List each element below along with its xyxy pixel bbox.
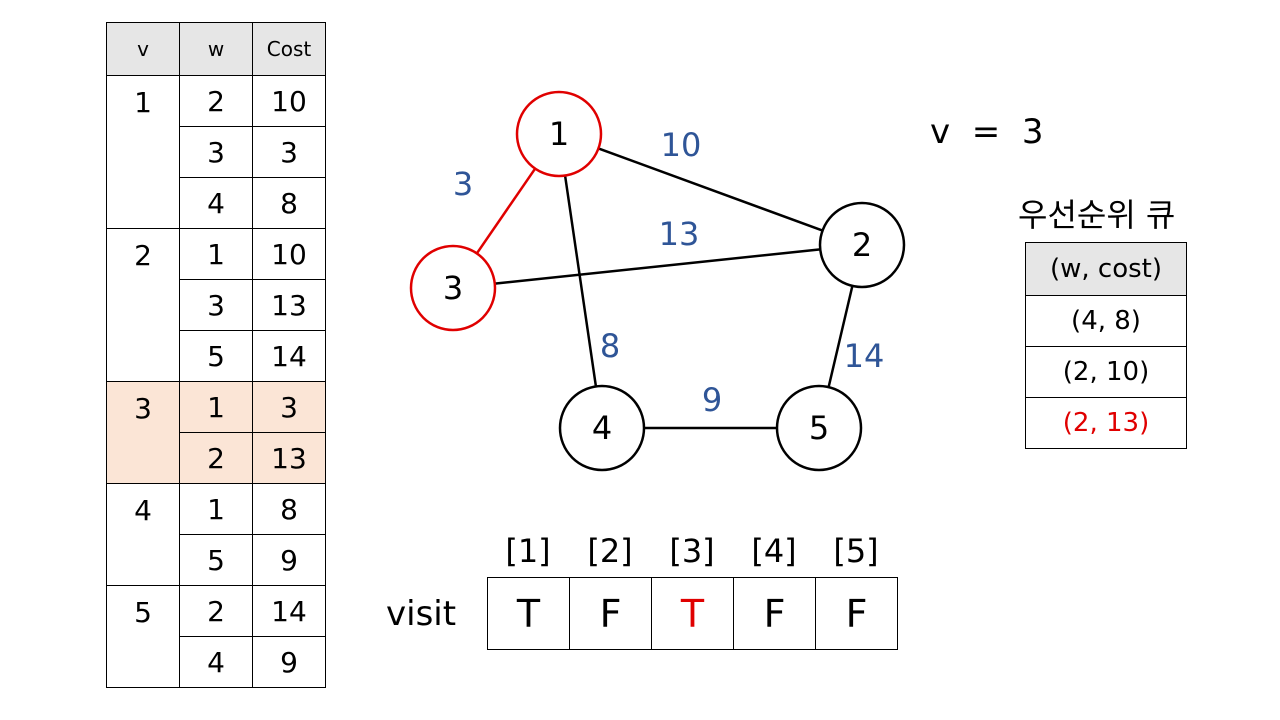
node-3: 3 bbox=[409, 244, 497, 332]
priority-queue-item: (2, 13) bbox=[1025, 397, 1187, 449]
priority-queue-body: (4, 8)(2, 10)(2, 13) bbox=[1025, 295, 1187, 449]
node-5: 5 bbox=[775, 384, 863, 472]
adjacency-cost-cell: 8 bbox=[252, 177, 326, 229]
node-label-2: 2 bbox=[852, 226, 872, 264]
visit-cell: F bbox=[733, 577, 816, 650]
visit-array-label: visit bbox=[386, 594, 457, 634]
adjacency-table-header: v w Cost bbox=[106, 22, 326, 76]
edge-weight-4-5: 9 bbox=[702, 381, 722, 419]
edge-1-2 bbox=[598, 147, 823, 232]
visit-index-label: [1] bbox=[505, 532, 551, 570]
adjacency-cost-cell: 9 bbox=[252, 636, 326, 688]
visit-array-indices: [1] [2] [3] [4] [5] bbox=[487, 532, 897, 570]
adjacency-cost-cell: 3 bbox=[252, 126, 326, 178]
edge-3-2 bbox=[494, 248, 821, 285]
priority-queue-header: (w, cost) bbox=[1025, 242, 1187, 296]
node-label-1: 1 bbox=[549, 115, 569, 153]
adjacency-cost-cell: 10 bbox=[252, 75, 326, 127]
node-circle-5 bbox=[775, 384, 863, 472]
priority-queue-row: (4, 8) bbox=[1025, 295, 1187, 347]
graph-edge-weights: 10 3 8 13 14 9 bbox=[453, 126, 885, 419]
adjacency-w-cell: 5 bbox=[179, 330, 253, 382]
node-1: 1 bbox=[515, 90, 603, 178]
current-vertex-label: v = 3 bbox=[930, 112, 1044, 152]
node-label-4: 4 bbox=[592, 409, 612, 447]
visit-index-label: [4] bbox=[751, 532, 797, 570]
adjacency-vertex-cell: 2 bbox=[106, 228, 180, 382]
priority-queue-title: 우선순위 큐 bbox=[1018, 196, 1176, 234]
adjacency-cost-cell: 14 bbox=[252, 585, 326, 637]
adjacency-cost-cell: 13 bbox=[252, 432, 326, 484]
adjacency-vertex-cell: 5 bbox=[106, 585, 180, 688]
adjacency-cost-cell: 10 bbox=[252, 228, 326, 280]
graph-edges bbox=[475, 147, 854, 430]
node-label-5: 5 bbox=[809, 409, 829, 447]
visit-index-label: [2] bbox=[587, 532, 633, 570]
node-circle-1 bbox=[515, 90, 603, 178]
graph-nodes: 1 2 3 4 5 bbox=[409, 90, 906, 472]
edge-weight-1-3: 3 bbox=[453, 165, 473, 203]
adjacency-cost-cell: 13 bbox=[252, 279, 326, 331]
visit-index-label: [3] bbox=[669, 532, 715, 570]
node-circle-3 bbox=[409, 244, 497, 332]
edge-weight-1-4: 8 bbox=[600, 327, 620, 365]
priority-queue-row: (2, 10) bbox=[1025, 346, 1187, 398]
adjacency-w-cell: 4 bbox=[179, 636, 253, 688]
node-label-3: 3 bbox=[443, 269, 463, 307]
visit-index-label: [5] bbox=[833, 532, 879, 570]
visit-cell: F bbox=[815, 577, 898, 650]
node-4: 4 bbox=[558, 384, 646, 472]
header-cost: Cost bbox=[252, 22, 326, 76]
adjacency-w-cell: 2 bbox=[179, 75, 253, 127]
adjacency-w-cell: 5 bbox=[179, 534, 253, 586]
priority-queue-row: (2, 13) bbox=[1025, 397, 1187, 449]
edge-2-5 bbox=[827, 285, 854, 388]
visit-cell: T bbox=[487, 577, 570, 650]
edge-weight-3-2: 13 bbox=[659, 215, 700, 253]
adjacency-cost-cell: 3 bbox=[252, 381, 326, 433]
visit-cell: F bbox=[569, 577, 652, 650]
edge-weight-2-5: 14 bbox=[844, 337, 885, 375]
edge-weight-1-2: 10 bbox=[661, 126, 702, 164]
priority-queue-item: (4, 8) bbox=[1025, 295, 1187, 347]
adjacency-w-cell: 4 bbox=[179, 177, 253, 229]
adjacency-w-cell: 3 bbox=[179, 279, 253, 331]
adjacency-vertex-cell: 1 bbox=[106, 75, 180, 229]
visit-cell: T bbox=[651, 577, 734, 650]
header-v: v bbox=[106, 22, 180, 76]
edge-1-4 bbox=[563, 175, 598, 387]
adjacency-vertex-cell: 3 bbox=[106, 381, 180, 484]
edge-1-3 bbox=[475, 167, 537, 255]
node-2: 2 bbox=[818, 201, 906, 289]
priority-queue-table: (w, cost) (4, 8)(2, 10)(2, 13) bbox=[1025, 242, 1187, 449]
priority-queue-item: (2, 10) bbox=[1025, 346, 1187, 398]
adjacency-cost-cell: 14 bbox=[252, 330, 326, 382]
node-circle-2 bbox=[818, 201, 906, 289]
node-circle-4 bbox=[558, 384, 646, 472]
